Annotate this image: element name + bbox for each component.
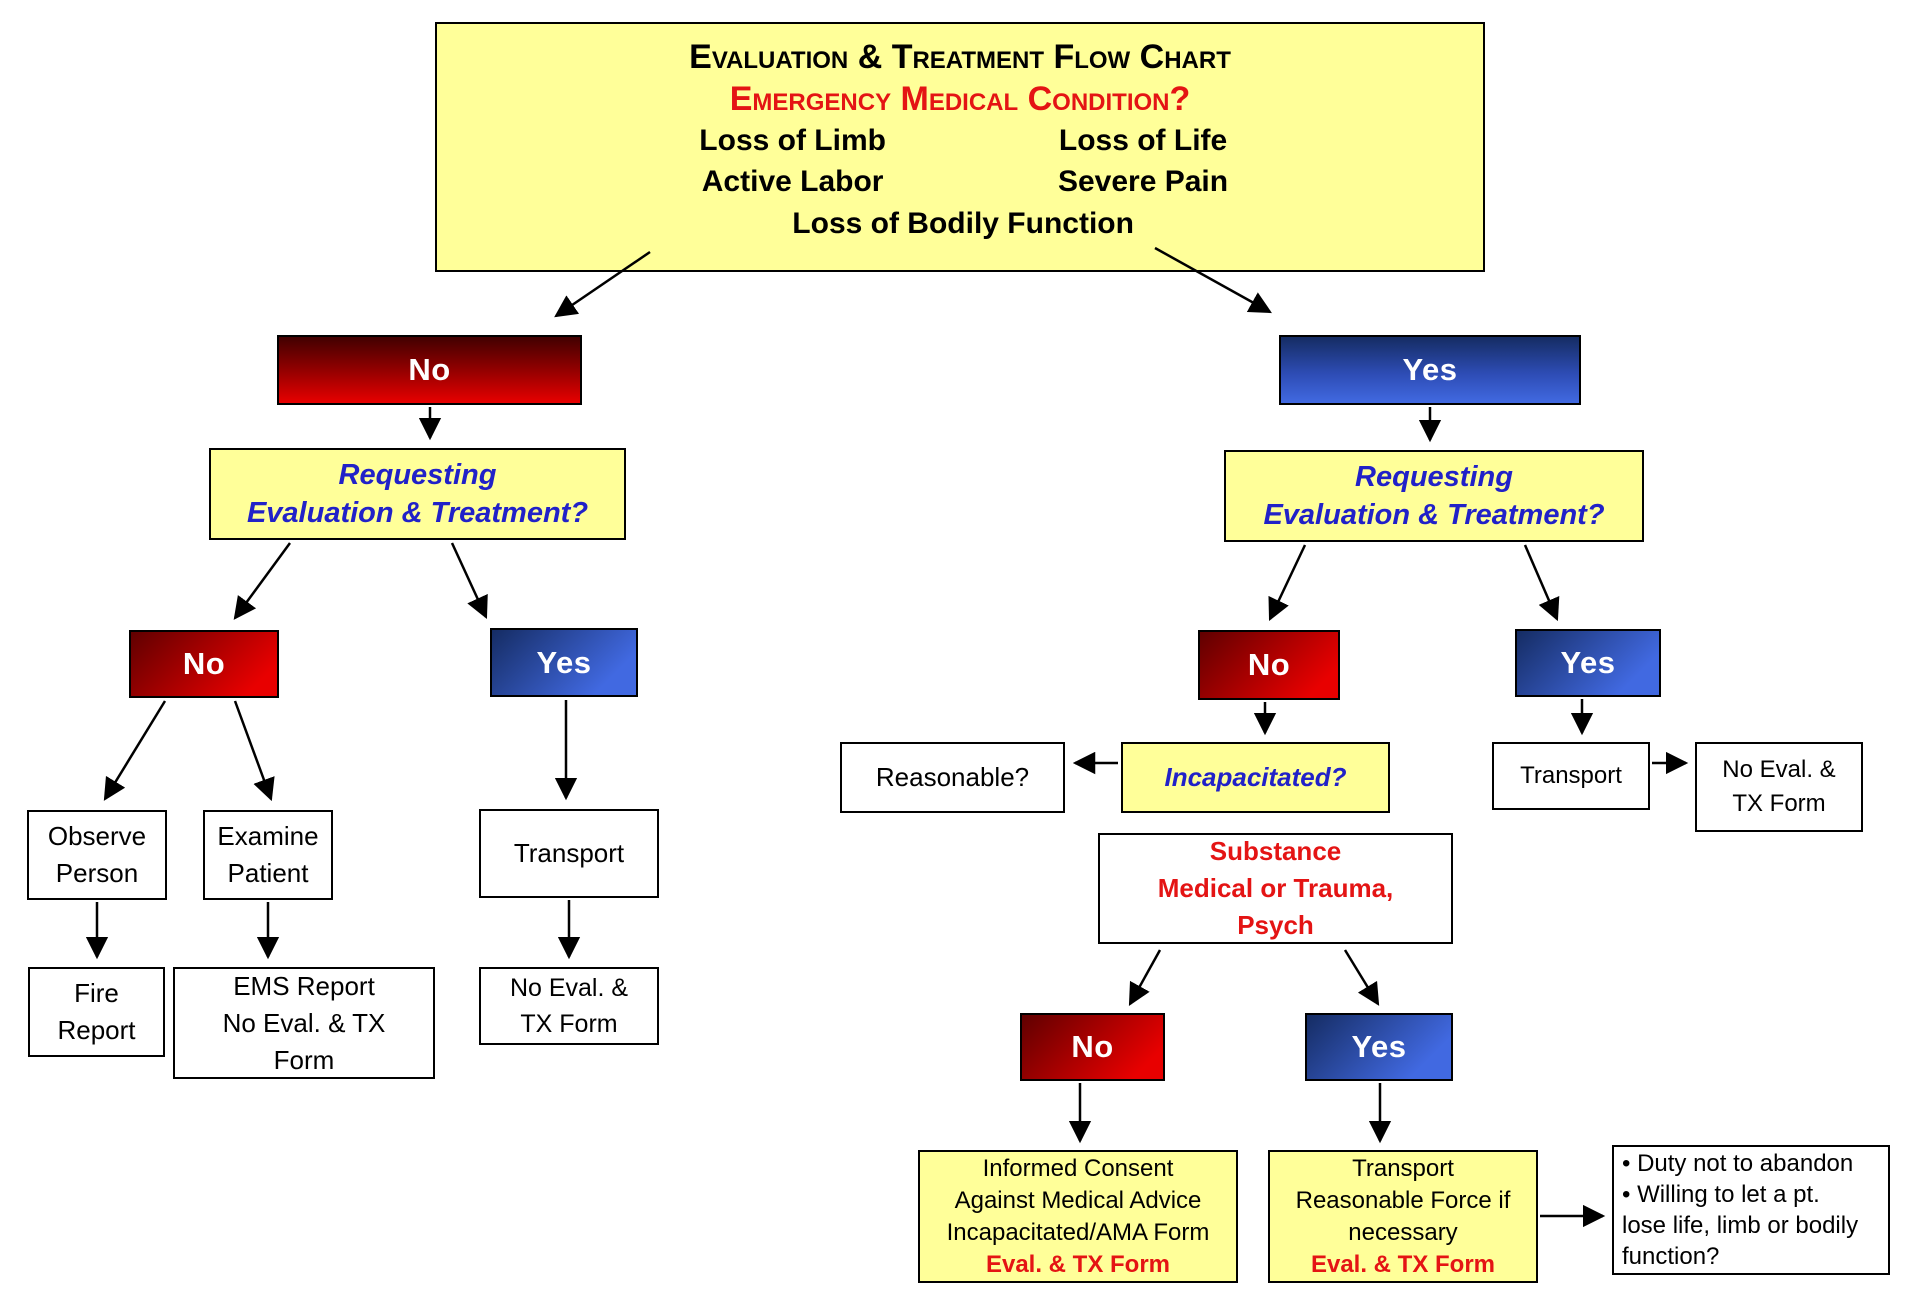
requesting-left-no-label: No — [182, 646, 226, 681]
arrow-substance-to-no — [1128, 949, 1162, 1006]
requesting-left-yes-label: Yes — [536, 644, 592, 680]
substance-no-label: No — [1071, 1029, 1114, 1064]
emc-yes-box: Yes — [1279, 335, 1581, 405]
requesting-left-no-box: No — [129, 630, 279, 698]
title-box: Evaluation & Treatment Flow Chart Emerge… — [435, 22, 1485, 272]
criteria-severe-pain: Severe Pain — [1057, 165, 1229, 198]
requesting-right-no-label: No — [1247, 647, 1291, 682]
criteria-active-labor: Active Labor — [701, 165, 884, 198]
transport-right-box: Transport — [1492, 742, 1650, 810]
arrow-requesting-right-to-yes — [1523, 544, 1560, 622]
transport-reasonable-force-text: Transport Reasonable Force if necessary — [1295, 1154, 1511, 1246]
arrow-no-to-observe-person — [103, 700, 167, 801]
transport-left-label: Transport — [513, 838, 625, 868]
incapacitated-label: Incapacitated? — [1164, 762, 1347, 792]
requesting-right-yes-box: Yes — [1515, 629, 1661, 697]
substance-no-box: No — [1020, 1013, 1165, 1081]
no-eval-tx-form-right-label: No Eval. & TX Form — [1722, 756, 1836, 817]
informed-consent-form-label: Eval. & TX Form — [985, 1250, 1171, 1278]
observe-person-label: Observe Person — [47, 821, 147, 888]
transport-reasonable-force-form-label: Eval. & TX Form — [1310, 1250, 1496, 1278]
examine-patient-box: Examine Patient — [203, 810, 333, 900]
fire-report-box: Fire Report — [28, 967, 165, 1057]
informed-consent-box: Informed Consent Against Medical Advice … — [918, 1150, 1238, 1283]
criteria-loss-of-limb: Loss of Limb — [699, 124, 886, 157]
informed-consent-text: Informed Consent Against Medical Advice … — [946, 1154, 1210, 1246]
emc-no-box: No — [277, 335, 582, 405]
requesting-left-label: Requesting Evaluation & Treatment? — [246, 459, 589, 529]
fire-report-label: Fire Report — [57, 978, 136, 1045]
arrow-requesting-right-to-no — [1268, 544, 1307, 622]
requesting-right-yes-label: Yes — [1560, 645, 1616, 680]
substance-yes-box: Yes — [1305, 1013, 1453, 1081]
flowchart-title: Evaluation & Treatment Flow Chart — [689, 38, 1231, 76]
transport-right-label: Transport — [1520, 762, 1622, 789]
transport-left-box: Transport — [479, 809, 659, 898]
requesting-eval-treatment-right-box: Requesting Evaluation & Treatment? — [1224, 450, 1644, 542]
no-eval-tx-form-right-box: No Eval. & TX Form — [1695, 742, 1863, 832]
no-eval-tx-form-left-label: No Eval. & TX Form — [509, 974, 629, 1038]
ems-report-box: EMS Report No Eval. & TX Form — [173, 967, 435, 1079]
requesting-right-no-box: No — [1198, 630, 1340, 700]
arrow-requesting-left-to-no — [233, 542, 292, 620]
arrow-no-to-examine-patient — [233, 700, 275, 802]
incapacitated-box: Incapacitated? — [1121, 742, 1390, 813]
substance-label: Substance Medical or Trauma, Psych — [1157, 836, 1394, 940]
criteria-loss-of-life: Loss of Life — [1058, 124, 1228, 157]
requesting-left-yes-box: Yes — [490, 628, 638, 697]
emc-yes-label: Yes — [1402, 352, 1458, 387]
no-eval-tx-form-left-box: No Eval. & TX Form — [479, 967, 659, 1045]
duty-notes-box: • Duty not to abandon • Willing to let a… — [1612, 1145, 1890, 1275]
examine-patient-label: Examine Patient — [217, 821, 319, 888]
arrow-requesting-left-to-yes — [450, 542, 488, 620]
observe-person-box: Observe Person — [27, 810, 167, 900]
emc-no-label: No — [408, 352, 451, 387]
transport-reasonable-force-box: Transport Reasonable Force if necessary … — [1268, 1150, 1538, 1283]
reasonable-box: Reasonable? — [840, 742, 1065, 813]
arrow-substance-to-yes — [1343, 949, 1380, 1006]
criteria-loss-of-bodily-function: Loss of Bodily Function — [792, 207, 1134, 240]
requesting-right-label: Requesting Evaluation & Treatment? — [1263, 461, 1605, 531]
duty-notes-text: • Duty not to abandon • Willing to let a… — [1622, 1150, 1859, 1270]
substance-yes-label: Yes — [1351, 1029, 1407, 1064]
ems-report-label: EMS Report No Eval. & TX Form — [222, 970, 386, 1075]
substance-medical-trauma-psych-box: Substance Medical or Trauma, Psych — [1098, 833, 1453, 944]
requesting-eval-treatment-left-box: Requesting Evaluation & Treatment? — [209, 448, 626, 540]
flowchart-subtitle: Emergency Medical Condition? — [729, 80, 1191, 118]
reasonable-label: Reasonable? — [875, 762, 1030, 792]
